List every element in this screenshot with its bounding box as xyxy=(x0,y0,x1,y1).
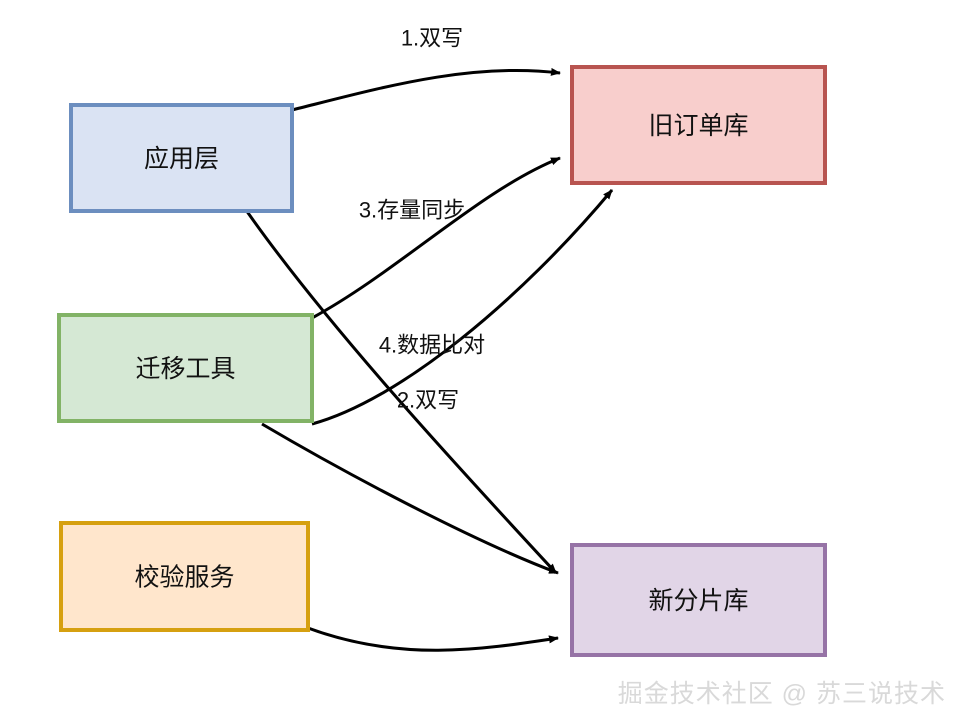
node-new_db[interactable]: 新分片库 xyxy=(570,543,827,657)
edge-e3 xyxy=(311,156,561,320)
node-label-new_db: 新分片库 xyxy=(648,587,748,615)
node-label-verify: 校验服务 xyxy=(134,564,234,592)
edge-label-e3: 3.存量同步 xyxy=(359,198,465,223)
node-box-app xyxy=(69,103,294,213)
node-verify[interactable]: 校验服务 xyxy=(59,521,310,632)
edge-label-e4: 4.数据比对 xyxy=(379,333,485,358)
edge-label-e1: 1.双写 xyxy=(401,26,463,51)
edge-e5 xyxy=(261,422,559,575)
edge-e6 xyxy=(307,626,559,652)
edge-labels-layer: 1.双写 2.双写 3.存量同步 4.数据比对 xyxy=(359,26,485,413)
edges-layer xyxy=(244,67,614,652)
watermark-text: 掘金技术社区 @ 苏三说技术 xyxy=(617,680,946,708)
node-label-app: 应用层 xyxy=(144,145,219,173)
node-box-new_db xyxy=(570,543,827,657)
node-migration[interactable]: 迁移工具 xyxy=(57,313,314,423)
node-box-migration xyxy=(57,313,314,423)
node-label-migration: 迁移工具 xyxy=(135,355,235,383)
node-box-old_db xyxy=(570,65,827,185)
edge-e1 xyxy=(291,67,561,112)
node-label-old_db: 旧订单库 xyxy=(648,112,748,140)
node-app[interactable]: 应用层 xyxy=(69,103,294,213)
edge-e4 xyxy=(311,189,614,426)
node-box-verify xyxy=(59,521,310,632)
edge-label-e2: 2.双写 xyxy=(397,388,459,413)
node-old_db[interactable]: 旧订单库 xyxy=(570,65,827,185)
edge-e2 xyxy=(244,209,558,575)
